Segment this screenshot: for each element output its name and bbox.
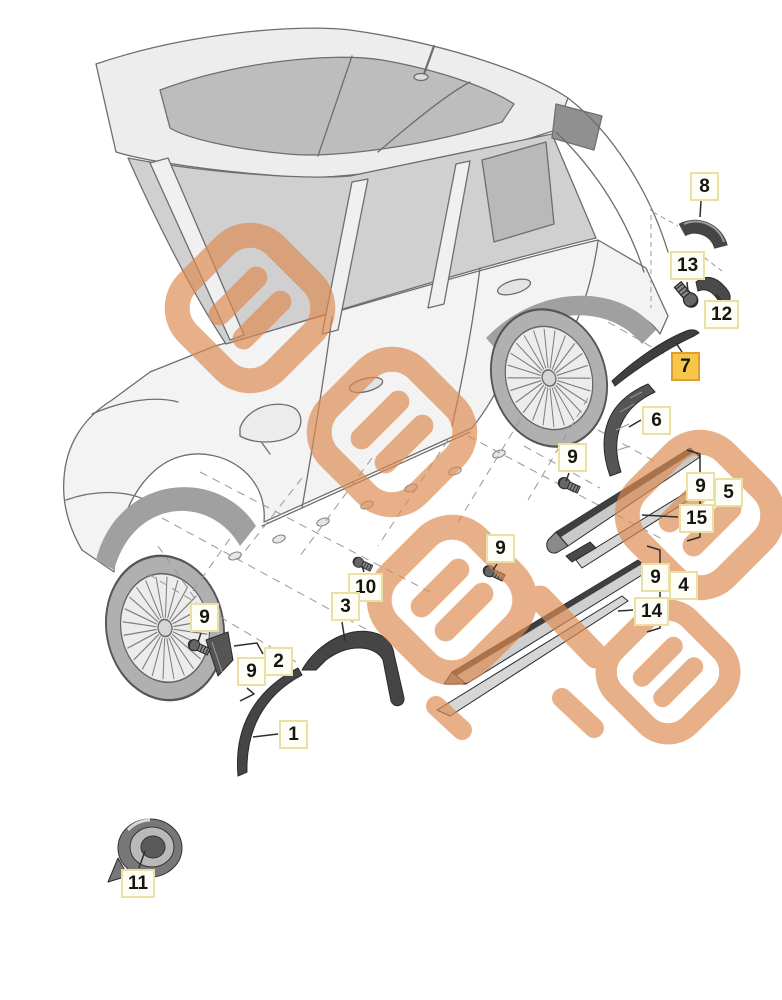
leader-14 (617, 609, 634, 612)
roof-antenna (422, 44, 436, 76)
callout-2[interactable]: 2 (264, 647, 293, 676)
part-1-wheel-arch-trim (236, 667, 303, 777)
callout-3[interactable]: 3 (331, 592, 360, 621)
leader-1 (252, 733, 279, 738)
callout-9f[interactable]: 9 (237, 657, 266, 686)
leader-6 (628, 419, 642, 428)
leader-15 (641, 514, 679, 518)
part-8-arch-segment (678, 219, 728, 250)
leader-9a (565, 472, 570, 482)
rear-quarter-glass (481, 141, 555, 243)
callout-8[interactable]: 8 (690, 172, 719, 201)
part-9-screw (555, 475, 582, 496)
leader-11 (138, 850, 146, 869)
leader-8 (699, 200, 702, 218)
taillight (551, 103, 603, 151)
rear-wheel (489, 308, 609, 448)
callout-13[interactable]: 13 (670, 251, 706, 280)
callout-9b[interactable]: 9 (686, 472, 715, 501)
callout-5[interactable]: 5 (714, 478, 743, 507)
front-wheel (104, 554, 226, 702)
part-6-curved-trim (603, 383, 656, 477)
callout-9d[interactable]: 9 (486, 534, 515, 563)
callout-7-highlighted[interactable]: 7 (671, 352, 700, 381)
side-mirror (239, 403, 302, 443)
leader-2 (233, 642, 264, 655)
leader-3 (341, 621, 346, 642)
leader-10 (361, 565, 365, 573)
rear-door-handle (496, 278, 532, 296)
leader-7 (675, 342, 683, 353)
brand-watermark (162, 220, 782, 746)
callout-6[interactable]: 6 (642, 406, 671, 435)
leader-13 (686, 281, 689, 293)
callout-9a[interactable]: 9 (558, 443, 587, 472)
callout-9c[interactable]: 9 (641, 563, 670, 592)
part-3-wheel-arch-trim (301, 630, 405, 707)
callout-4[interactable]: 4 (669, 571, 698, 600)
leader-9f (239, 687, 255, 702)
car-sunroof (159, 56, 515, 156)
callout-1[interactable]: 1 (279, 720, 308, 749)
part-10-clip (350, 555, 374, 574)
callout-15[interactable]: 15 (679, 504, 715, 533)
callout-12[interactable]: 12 (704, 300, 740, 329)
callout-9e[interactable]: 9 (190, 603, 219, 632)
part-12-bracket (695, 276, 731, 304)
c-pillar (427, 160, 471, 309)
leader-9e (197, 632, 202, 643)
leader-12 (715, 293, 722, 301)
callout-14[interactable]: 14 (634, 597, 670, 626)
leader-9d (492, 563, 498, 571)
callout-11[interactable]: 11 (121, 869, 156, 898)
part-4-end-cap (565, 541, 597, 563)
